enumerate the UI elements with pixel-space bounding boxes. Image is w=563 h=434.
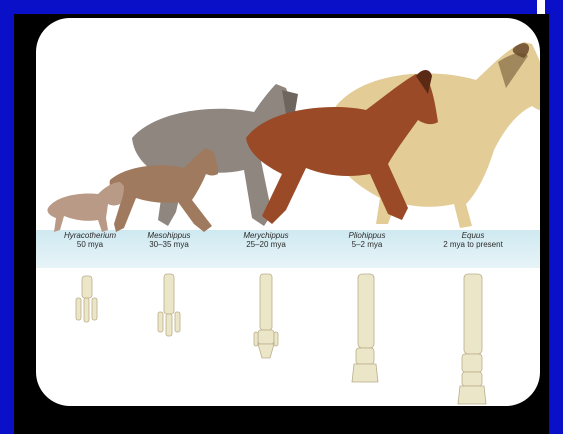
species-label: Mesohippus 30–35 mya bbox=[124, 231, 214, 249]
species-age: 2 mya to present bbox=[428, 240, 518, 249]
evolution-figure: Hyracotherium 50 mya Mesohippus 30–35 my… bbox=[36, 18, 540, 406]
species-label: Equus 2 mya to present bbox=[428, 231, 518, 249]
species-name: Pliohippus bbox=[322, 231, 412, 240]
species-label: Hyracotherium 50 mya bbox=[45, 231, 135, 249]
species-age: 5–2 mya bbox=[322, 240, 412, 249]
horse-evolution-illustration bbox=[36, 18, 540, 406]
pliohippus-foot bbox=[352, 274, 378, 382]
species-age: 30–35 mya bbox=[124, 240, 214, 249]
species-label: Pliohippus 5–2 mya bbox=[322, 231, 412, 249]
species-name: Merychippus bbox=[221, 231, 311, 240]
species-name: Mesohippus bbox=[124, 231, 214, 240]
hyracotherium-foot bbox=[76, 276, 97, 322]
species-labels: Hyracotherium 50 mya Mesohippus 30–35 my… bbox=[36, 231, 540, 271]
mesohippus-foot bbox=[158, 274, 180, 336]
merychippus-foot bbox=[254, 274, 278, 358]
species-label: Merychippus 25–20 mya bbox=[221, 231, 311, 249]
hyracotherium-illustration bbox=[47, 182, 124, 232]
equus-foot bbox=[458, 274, 486, 404]
species-age: 50 mya bbox=[45, 240, 135, 249]
species-name: Equus bbox=[428, 231, 518, 240]
species-name: Hyracotherium bbox=[45, 231, 135, 240]
species-age: 25–20 mya bbox=[221, 240, 311, 249]
